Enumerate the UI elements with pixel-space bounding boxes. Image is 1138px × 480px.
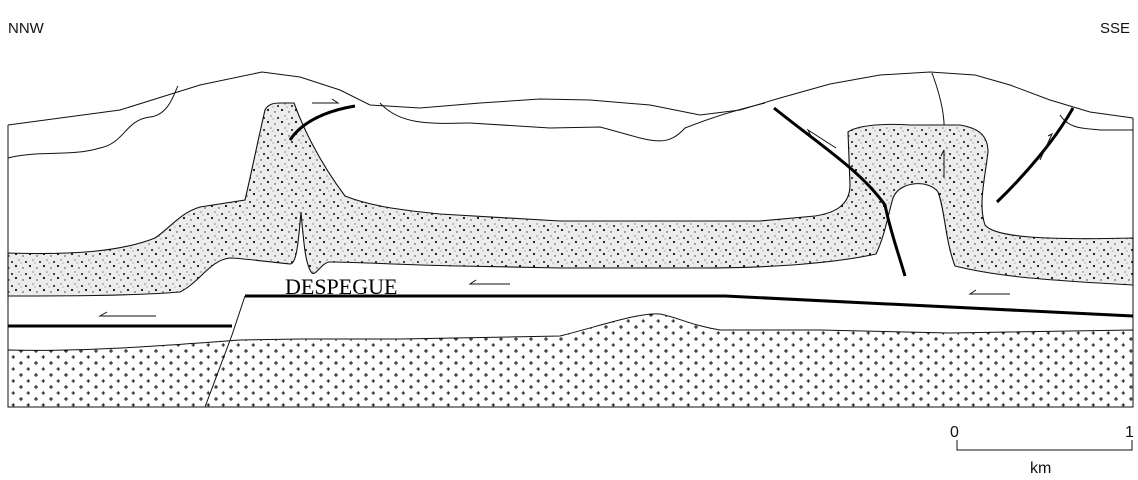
topographic-surface <box>8 72 1133 125</box>
cover-contact-2 <box>380 103 765 141</box>
scale-bar-unit: km <box>1030 460 1051 477</box>
scale-bar-start: 0 <box>950 424 959 441</box>
scale-bar-end: 1 <box>1125 424 1134 441</box>
slip-arrow-7 <box>100 312 156 316</box>
detachment-fault-main <box>245 296 1133 316</box>
scale-bar: 0 1 km <box>950 424 1134 477</box>
detachment-label: DESPEGUE <box>285 274 397 299</box>
cover-contact-4 <box>1060 115 1133 130</box>
thrust-fault-right <box>997 108 1073 202</box>
slip-arrow-6 <box>970 290 1010 294</box>
slip-arrow-1 <box>312 99 338 103</box>
slip-arrow-5 <box>470 280 510 284</box>
scale-bar-line <box>957 440 1132 450</box>
basement-unit <box>8 314 1133 407</box>
slip-arrow-4 <box>1040 134 1052 160</box>
stippled-unit <box>8 103 1133 296</box>
